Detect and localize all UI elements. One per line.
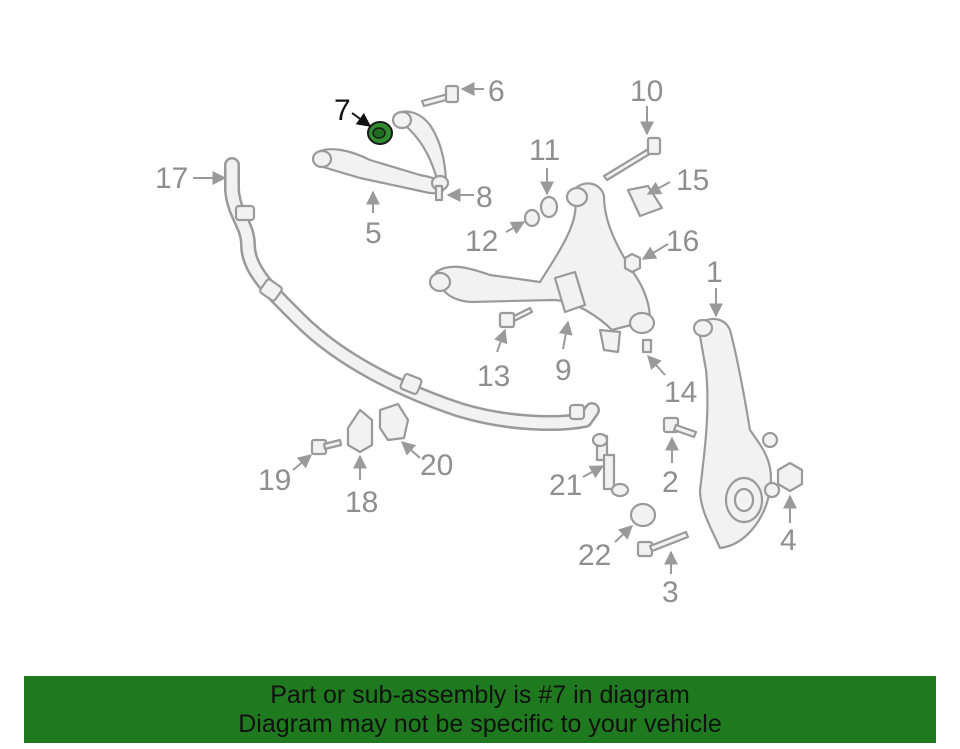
bushing-highlighted <box>367 121 393 145</box>
callout-15: 15 <box>676 164 709 197</box>
bracket-18 <box>346 408 374 454</box>
parts-diagram: 7 6 10 11 15 17 8 5 12 16 1 13 9 14 20 2… <box>155 75 804 609</box>
lower-control-arm <box>428 182 656 354</box>
nut-12 <box>523 208 541 228</box>
callout-11: 11 <box>529 134 560 167</box>
callout-10: 10 <box>630 75 663 108</box>
bushing-20 <box>378 402 410 442</box>
callout-18: 18 <box>345 486 378 519</box>
ball-joint-stud <box>434 184 444 202</box>
bolt-2 <box>662 416 698 439</box>
callout-4: 4 <box>780 524 797 557</box>
callout-12: 12 <box>465 225 498 258</box>
callout-5: 5 <box>365 217 382 250</box>
bump-stopper-15 <box>626 184 664 218</box>
bolt-3 <box>636 530 690 558</box>
callout-9: 9 <box>555 354 572 387</box>
stabilizer-link <box>591 432 630 498</box>
steering-knuckle <box>692 317 781 550</box>
callout-6: 6 <box>488 75 505 108</box>
callout-14: 14 <box>664 376 697 409</box>
callout-13: 13 <box>477 360 510 393</box>
stud-14 <box>641 338 653 354</box>
callout-8: 8 <box>476 181 493 214</box>
callout-2: 2 <box>662 466 679 499</box>
info-banner: Part or sub-assembly is #7 in diagram Di… <box>24 676 936 743</box>
banner-line-part: Part or sub-assembly is #7 in diagram <box>270 680 690 709</box>
callout-20: 20 <box>420 449 453 482</box>
callout-1: 1 <box>706 256 723 289</box>
callout-22: 22 <box>578 539 611 572</box>
callout-16: 16 <box>666 225 699 258</box>
bushing-22 <box>629 502 657 528</box>
bolt-19 <box>310 438 343 456</box>
nut-4 <box>776 461 804 493</box>
washer-11 <box>539 195 559 219</box>
callout-19: 19 <box>258 464 291 497</box>
callout-21: 21 <box>549 469 582 502</box>
leader-lines <box>193 82 797 574</box>
callout-7: 7 <box>334 94 351 127</box>
callout-3: 3 <box>662 576 679 609</box>
nut-16 <box>623 252 642 274</box>
bolt-13 <box>498 306 534 329</box>
stabilizer-bar <box>224 157 600 431</box>
banner-line-disclaimer: Diagram may not be specific to your vehi… <box>238 709 722 738</box>
bolt-6 <box>420 84 460 108</box>
callout-17: 17 <box>155 162 188 195</box>
bolt-10 <box>602 136 662 182</box>
